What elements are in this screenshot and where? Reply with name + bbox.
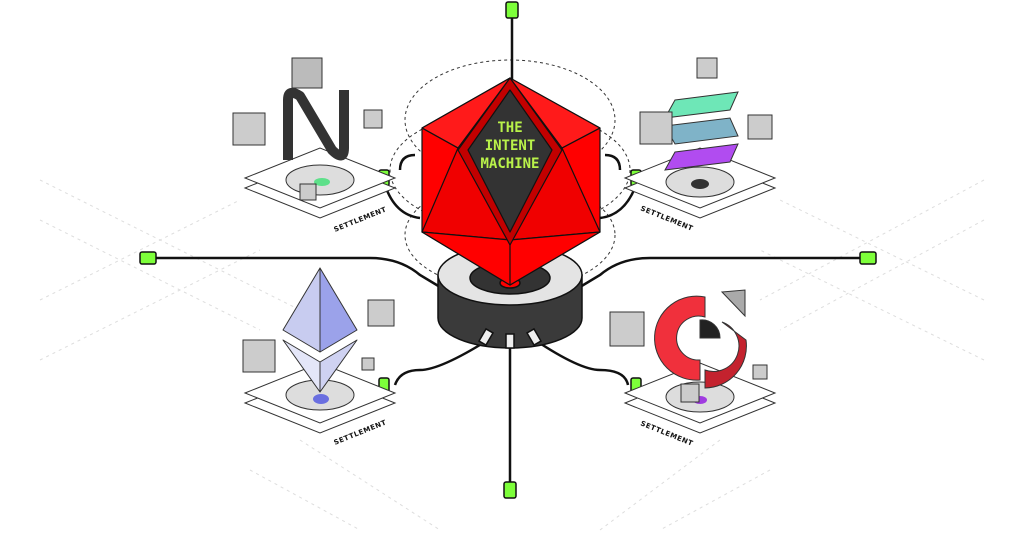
- ethereum-logo-icon: [282, 267, 358, 393]
- background-grid: [39, 179, 985, 531]
- title-line-2: INTENT: [485, 138, 536, 154]
- connector-bottom: [503, 481, 517, 499]
- icosahedron: [421, 77, 601, 286]
- title-line-3: MACHINE: [480, 156, 539, 172]
- cables: [155, 14, 862, 486]
- connector-right: [859, 251, 877, 265]
- solana-logo-icon: [664, 91, 739, 171]
- title-line-1: THE: [497, 120, 522, 136]
- connector-top: [505, 1, 519, 19]
- platform-anoma: SETTLEMENT: [609, 289, 777, 448]
- platform-near: SETTLEMENT: [232, 57, 397, 234]
- near-logo-icon: [283, 87, 349, 161]
- platform-solana: SETTLEMENT: [623, 57, 777, 233]
- anoma-logo-icon: [654, 289, 747, 389]
- title: THE INTENT MACHINE: [480, 120, 539, 172]
- platform-ethereum: SETTLEMENT: [242, 267, 397, 447]
- connector-left: [139, 251, 157, 265]
